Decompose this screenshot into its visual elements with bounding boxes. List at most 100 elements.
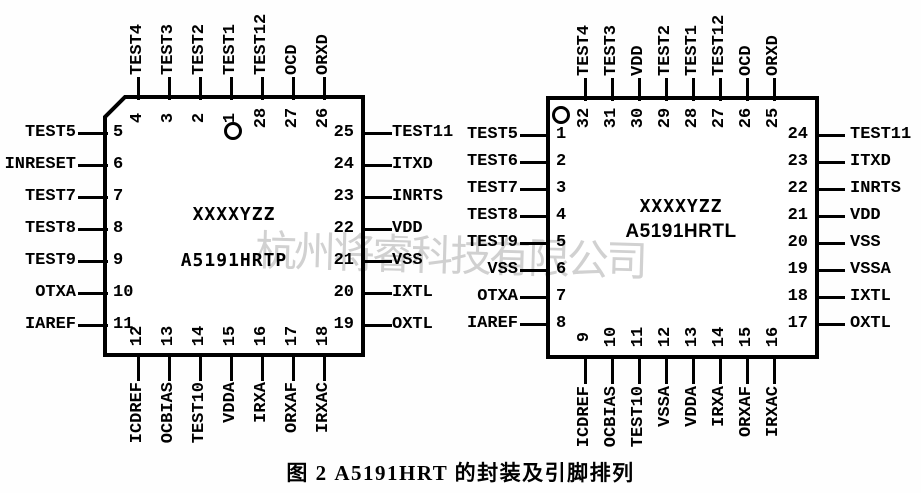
figure-caption: 图 2 A5191HRT 的封装及引脚排列: [286, 461, 635, 485]
pin-number: 31: [602, 107, 621, 129]
pin-label: TEST9: [466, 233, 518, 252]
pin-lead: [78, 164, 108, 167]
pin-label: OTXA: [35, 283, 76, 302]
pin-number: 30: [629, 107, 648, 129]
pin-lead: [199, 355, 202, 381]
pin-label: IRXA: [252, 382, 271, 423]
pin-label: IXTL: [850, 287, 891, 306]
pin-number: 13: [683, 326, 702, 348]
pin-lead: [78, 324, 108, 327]
pin-label: VDD: [850, 206, 881, 225]
pin-number: 15: [737, 326, 756, 348]
pin-lead: [746, 357, 749, 384]
pin-number: 19: [333, 315, 354, 334]
pin-lead: [520, 242, 549, 245]
pin-number: 6: [113, 155, 124, 174]
pin-number: 23: [787, 152, 808, 171]
pin-lead: [78, 196, 108, 199]
pin-lead: [199, 77, 202, 100]
pin-label: TEST4: [575, 24, 594, 76]
pin-label: TEST3: [602, 24, 621, 76]
pin-label: OCBIAS: [602, 386, 621, 448]
pin-label: IAREF: [466, 314, 518, 333]
pin-number: 4: [556, 206, 567, 225]
pin-label: VDD: [629, 45, 648, 76]
pin-number: 25: [333, 123, 354, 142]
pin-number: 27: [283, 107, 302, 129]
pin-label: VSS: [392, 251, 423, 270]
pin-lead: [773, 78, 776, 101]
pin-lead: [520, 161, 549, 164]
pin-label: VDD: [392, 219, 423, 238]
pin-lead: [817, 296, 845, 299]
pin-number: 15: [221, 325, 240, 347]
pin-number: 21: [787, 206, 808, 225]
pin-number: 9: [575, 331, 594, 343]
pin-lead: [817, 161, 845, 164]
pin-lead: [638, 357, 641, 384]
pin-lead: [773, 357, 776, 384]
pin-number: 9: [113, 251, 124, 270]
pin-label: TEST8: [466, 206, 518, 225]
pin-lead: [719, 78, 722, 101]
pin-number: 5: [556, 233, 567, 252]
pin-label: TEST11: [392, 123, 454, 142]
pin-number: 3: [159, 112, 178, 124]
pin-label: VSS: [850, 233, 881, 252]
pin-label: TEST10: [629, 386, 648, 448]
pin-number: 22: [333, 219, 354, 238]
pin-label: ITXD: [392, 155, 433, 174]
pin-number: 1: [221, 112, 240, 124]
pin-label: TEST2: [190, 23, 209, 75]
pin-number: 22: [787, 179, 808, 198]
pin-lead: [261, 77, 264, 100]
pin-lead: [78, 132, 108, 135]
pin-label: ICDREF: [128, 382, 147, 444]
pin-number: 28: [683, 107, 702, 129]
chip-body-outline: [546, 96, 819, 359]
pin-number: 18: [787, 287, 808, 306]
pin-label: TEST6: [466, 152, 518, 171]
pin-label: TEST7: [24, 187, 76, 206]
pin-lead: [719, 357, 722, 384]
pin-number: 8: [556, 314, 567, 333]
pin-number: 19: [787, 260, 808, 279]
pin-lead: [520, 188, 549, 191]
pin-lead: [692, 78, 695, 101]
pin-label: INRESET: [4, 155, 76, 174]
chip-marking-name: A5191HRTP: [180, 250, 288, 271]
pin-lead: [292, 77, 295, 100]
pin-number: 17: [787, 314, 808, 333]
pin-label: TEST7: [466, 179, 518, 198]
pin-number: 24: [333, 155, 354, 174]
pin-number: 20: [787, 233, 808, 252]
pin-number: 8: [113, 219, 124, 238]
pin-lead: [638, 78, 641, 101]
pin-number: 20: [333, 283, 354, 302]
pin-number: 32: [575, 107, 594, 129]
pin-lead: [362, 260, 392, 263]
pin-number: 13: [159, 325, 178, 347]
pin-number: 7: [113, 187, 124, 206]
pin-lead: [746, 78, 749, 101]
chip-marking-code: XXXXYZZ: [192, 204, 276, 225]
pin-label: TEST9: [24, 251, 76, 270]
pin-number: 4: [128, 112, 147, 124]
chip-a5191hrtp-outline: [103, 95, 365, 357]
pin-label: ORXD: [764, 35, 783, 76]
pin1-marker-circle: [552, 106, 570, 124]
pin-number: 24: [787, 125, 808, 144]
pin-lead: [362, 292, 392, 295]
pin-label: TEST3: [159, 23, 178, 75]
pin-lead: [168, 77, 171, 100]
pin-lead: [520, 323, 549, 326]
pin-lead: [520, 296, 549, 299]
pin-label: OXTL: [392, 315, 433, 334]
pin-lead: [261, 355, 264, 381]
pin-label: OCBIAS: [159, 382, 178, 444]
pin-number: 7: [556, 287, 567, 306]
pin-label: VDDA: [221, 382, 240, 423]
pin-label: TEST8: [24, 219, 76, 238]
pin-lead: [362, 228, 392, 231]
